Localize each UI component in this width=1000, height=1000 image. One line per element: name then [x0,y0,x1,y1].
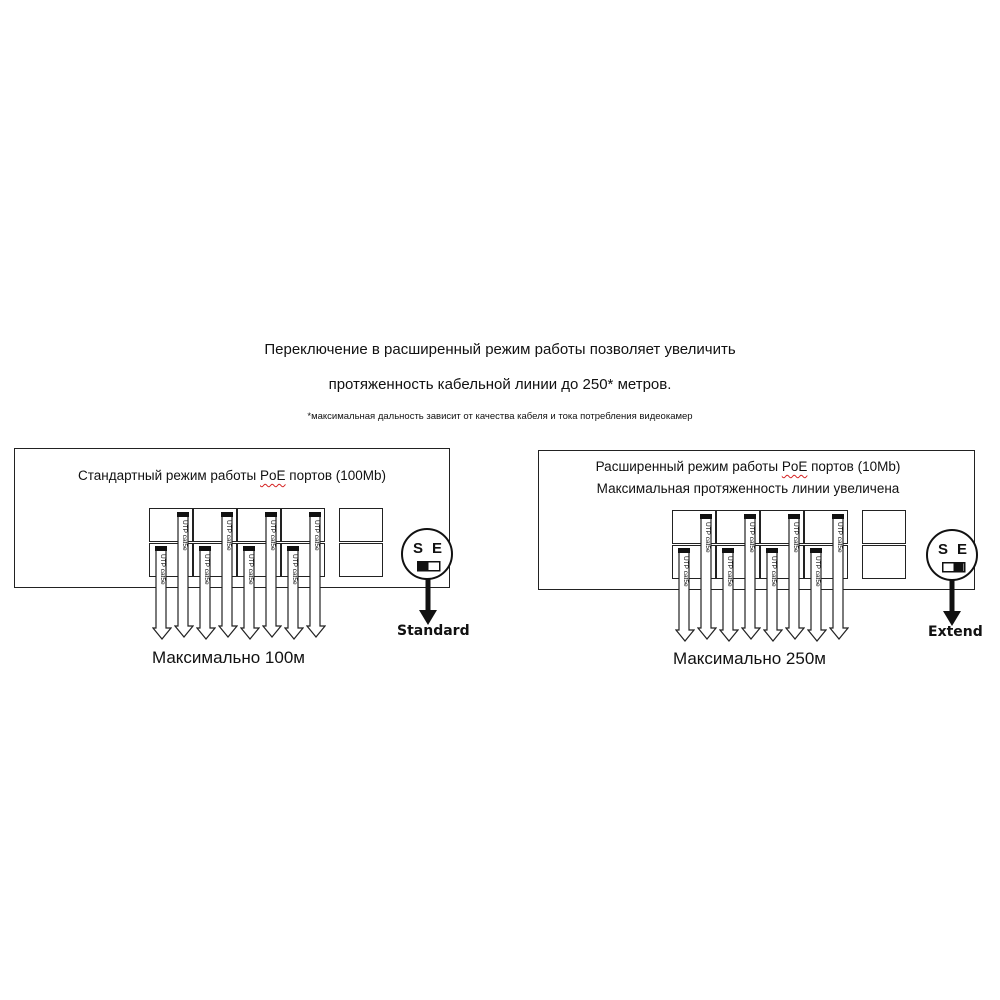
cable-label: UTP cat5e [181,520,188,551]
utp-cable-arrow-icon [763,548,783,642]
utp-cable-arrow-icon [675,548,695,642]
cable-label: UTP cat5e [770,556,777,587]
uplink-port [339,543,383,577]
standard-arrow-down-icon [419,578,437,625]
cable-label: UTP cat5e [159,554,166,585]
poe-term: PoE [781,459,808,474]
cable-label: UTP cat5e [203,554,210,585]
utp-cable-arrow-icon [152,546,172,640]
uplink-port [339,508,383,542]
utp-cable-arrow-icon [174,512,194,638]
cable-label: UTP cat5e [313,520,320,551]
heading-line-2: протяженность кабельной линии до 250* ме… [328,376,672,393]
utp-cable-arrow-icon [829,514,849,640]
standard-dip-switch: S E [401,528,453,580]
utp-cable-arrow-icon [807,548,827,642]
footnote: *максимальная дальность зависит от качес… [307,411,693,422]
cable-label: UTP cat5e [814,556,821,587]
utp-cable-arrow-icon [240,546,260,640]
switch-letter-e: E [957,541,968,558]
standard-panel-title: Стандартный режим работы PoE портов (100… [77,468,387,483]
switch-letter-s: S [938,541,949,558]
cable-label: UTP cat5e [225,520,232,551]
utp-cable-arrow-icon [262,512,282,638]
utp-cable-arrow-icon [719,548,739,642]
heading-line-1: Переключение в расширенный режим работы … [264,341,736,358]
utp-cable-arrow-icon [741,514,761,640]
standard-max-distance: Максимально 100м [152,648,305,667]
extended-panel-title-line-2: Максимальная протяженность линии увеличе… [596,481,900,496]
cable-label: UTP cat5e [836,522,843,553]
utp-cable-arrow-icon [218,512,238,638]
switch-letter-s: S [413,540,424,557]
utp-cable-arrow-icon [697,514,717,640]
cable-label: UTP cat5e [792,522,799,553]
poe-term: PoE [260,468,286,483]
switch-toggle-icon [942,562,966,573]
extended-arrow-down-icon [943,579,961,626]
uplink-port [862,545,906,579]
utp-cable-arrow-icon [284,546,304,640]
utp-cable-arrow-icon [785,514,805,640]
extended-max-distance: Максимально 250м [673,649,826,668]
cable-label: UTP cat5e [291,554,298,585]
extended-panel-title-line-1: Расширенный режим работы PoE портов (10M… [595,459,901,474]
cable-label: UTP cat5e [726,556,733,587]
cable-label: UTP cat5e [269,520,276,551]
uplink-port [862,510,906,544]
extended-dip-switch: S E [926,529,978,581]
switch-toggle-icon [417,561,441,572]
switch-letter-e: E [432,540,443,557]
cable-label: UTP cat5e [682,556,689,587]
cable-label: UTP cat5e [704,522,711,553]
standard-mode-label: Standard [397,623,470,639]
cable-label: UTP cat5e [247,554,254,585]
utp-cable-arrow-icon [306,512,326,638]
extended-mode-label: Extend [928,624,983,640]
cable-label: UTP cat5e [748,522,755,553]
utp-cable-arrow-icon [196,546,216,640]
